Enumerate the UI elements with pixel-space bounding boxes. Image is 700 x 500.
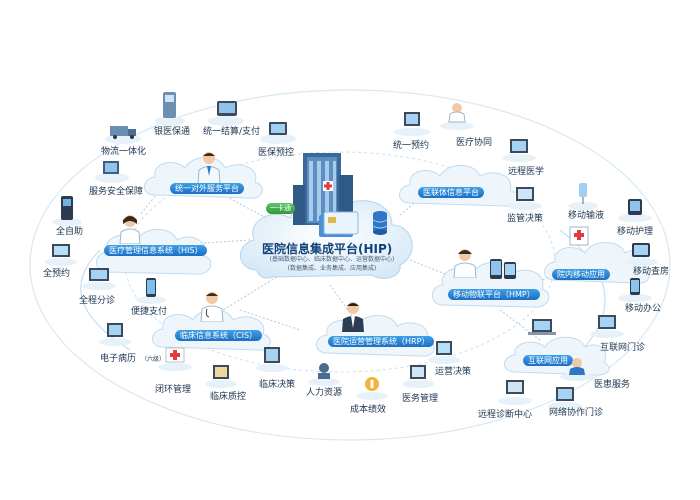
label-network-clinic: 网络协作门诊 — [549, 408, 604, 418]
hip-title: 医院信息集成平台(HIP) — [262, 242, 393, 256]
nurse-icon — [119, 215, 141, 244]
kiosk-icon — [52, 196, 82, 226]
label-supervision: 监管决策 — [507, 214, 544, 224]
label-hr: 人力资源 — [306, 388, 343, 398]
medical-union-cloud — [399, 165, 515, 207]
label-mobile-rounds: 移动查房 — [633, 267, 670, 277]
label-emr-level: （六级） — [141, 356, 166, 363]
remote-diag-icon — [498, 380, 532, 405]
database-icon — [372, 211, 388, 235]
office-phone-icon — [618, 278, 652, 302]
supervision-icon — [508, 187, 542, 210]
hub-cis[interactable]: 临床信息系统（CIS） — [175, 330, 263, 341]
hub-medical-union[interactable]: 医联体信息平台 — [418, 187, 484, 198]
manager-icon — [342, 302, 364, 332]
label-patient-service: 医患服务 — [594, 380, 631, 390]
label-full-triage: 全程分诊 — [79, 296, 116, 306]
label-closed-loop: 闭环管理 — [155, 385, 192, 395]
label-self-service: 全自助 — [56, 227, 84, 237]
closed-loop-icon — [158, 347, 192, 371]
label-full-booking: 全预约 — [43, 269, 71, 279]
smart-card-icon — [319, 211, 359, 237]
cost-icon — [356, 377, 388, 400]
hub-internet[interactable]: 互联网应用 — [523, 355, 573, 366]
nursing-pda-icon — [618, 199, 652, 222]
insurance-monitor-icon — [260, 122, 296, 144]
hub-his[interactable]: 医疗管理信息系统（HIS） — [104, 245, 208, 256]
label-bank-insurance: 银医保通 — [154, 127, 191, 137]
quality-control-icon — [205, 365, 237, 388]
label-mobile-infusion: 移动输液 — [568, 211, 605, 221]
label-remote-diag: 远程诊断中心 — [478, 410, 533, 420]
label-unified-settle: 统一结算/支付 — [203, 127, 261, 137]
physician-icon — [200, 292, 224, 322]
label-insurance-control: 医保预控 — [258, 148, 295, 158]
label-tele-medicine: 远程医学 — [508, 167, 545, 177]
label-convenient-pay: 便捷支付 — [131, 307, 168, 317]
hub-mobile-apps[interactable]: 院内移动应用 — [552, 269, 610, 280]
hub-hrp[interactable]: 医院运营管理系统（HRP） — [328, 336, 435, 347]
center-cloud — [239, 198, 413, 279]
label-unified-booking: 统一预约 — [393, 141, 430, 151]
label-internet-clinic: 互联网门诊 — [600, 343, 646, 353]
card-badge: 一卡通 — [266, 203, 295, 214]
nurse-mobile-icon — [453, 249, 477, 278]
payment-terminal-icon — [208, 101, 244, 126]
emr-icon — [99, 323, 131, 346]
online-clinic-icon — [590, 315, 624, 338]
label-emr: 电子病历 — [100, 354, 137, 364]
hub-hmp[interactable]: 移动物联平台（HMP） — [448, 289, 540, 300]
network-clinic-icon — [548, 387, 582, 410]
hip-subtitle-1: (基础数据中心、临床数据中心、运营数据中心) — [269, 256, 395, 263]
label-med-collab: 医疗协同 — [456, 138, 493, 148]
label-logistics: 物流一体化 — [101, 147, 147, 157]
ward-building-icon — [569, 226, 589, 246]
telemedicine-icon — [502, 139, 536, 162]
label-clinical-qc: 临床质控 — [210, 392, 247, 402]
hub-external[interactable]: 统一对外服务平台 — [170, 183, 244, 194]
hip-subtitle-2: (数据集成、业务集成、应用集成) — [287, 265, 377, 272]
doctor-icon — [197, 152, 221, 184]
label-mobile-nursing: 移动护理 — [617, 227, 654, 237]
ops-decision-icon — [428, 341, 460, 364]
label-mobile-office: 移动办公 — [625, 304, 662, 314]
mobile-devices-icon — [490, 259, 516, 279]
label-service-security: 服务安全保障 — [89, 187, 144, 197]
internet-laptop-icon — [528, 319, 556, 335]
label-clinical-decision: 临床决策 — [259, 380, 296, 390]
logistics-icon — [105, 126, 141, 144]
atm-icon — [155, 92, 185, 126]
infusion-icon — [568, 183, 598, 210]
label-affairs: 医务管理 — [402, 394, 439, 404]
label-cost-perf: 成本绩效 — [350, 405, 387, 415]
collab-doctor-icon — [440, 103, 474, 130]
label-ops-decision: 运营决策 — [435, 367, 472, 377]
booking-screen-icon — [45, 244, 77, 266]
rounds-tablet-icon — [624, 243, 658, 266]
hr-icon — [308, 363, 340, 386]
triage-screen-icon — [82, 268, 116, 290]
outer-orbit — [29, 89, 671, 441]
booking-desk-icon — [394, 112, 430, 136]
security-icon — [95, 161, 129, 183]
phone-pay-icon — [136, 278, 166, 304]
patient-service-icon — [560, 358, 594, 381]
decision-support-icon — [256, 347, 288, 372]
affairs-icon — [402, 365, 434, 388]
